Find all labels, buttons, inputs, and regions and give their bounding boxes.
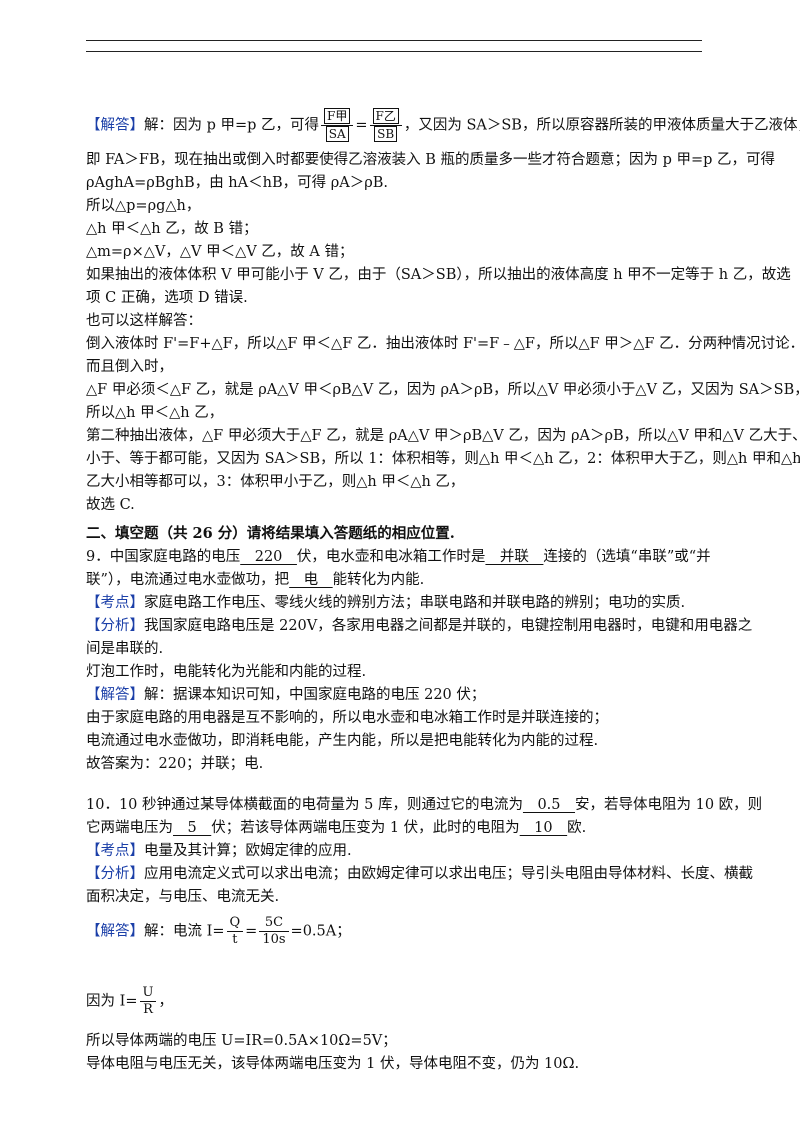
- jieda-text: =0.5A；: [290, 923, 351, 940]
- equals-sign: =: [355, 117, 368, 134]
- q10-text: 欧.: [567, 820, 587, 836]
- answer-blank: 0.5: [522, 797, 576, 813]
- q10-fenxi-line-2: 面积决定，与电压、电流无关.: [86, 889, 280, 905]
- q10-jieda-line-4: 导体电阻与电压无关，该导体两端电压变为 1 伏，导体电阻不变，仍为 10Ω.: [86, 1056, 580, 1072]
- kaodian-text: 家庭电路工作电压、零线火线的辨别方法；串联电路和并联电路的辨别；电功的实质.: [144, 595, 686, 611]
- section-heading: 二、填空题（共 26 分）请将结果填入答题纸的相应位置.: [86, 525, 455, 542]
- numerator: 5C: [259, 915, 289, 932]
- q9-question-line-2: 联”），电流通过电水壶做功，把 电 能转化为内能.: [86, 570, 424, 590]
- header-rule-top: [86, 40, 702, 41]
- q9-text: 9．中国家庭电路的电压: [86, 549, 241, 565]
- fenxi-text: 我国家庭电路电压是 220V，各家用电器之间都是并联的，电键控制用电器时，电键和…: [144, 618, 753, 634]
- q10-jieda-line-3: 所以导体两端的电压 U=IR=0.5A×10Ω=5V；: [86, 1033, 397, 1049]
- equals-sign: =: [245, 923, 258, 940]
- answer-blank: 10: [519, 820, 568, 836]
- q8-text: 解：因为 p 甲=p 乙，可得: [144, 117, 320, 134]
- q10-text: 安，若导体电阻为 10 欧，则: [575, 797, 763, 813]
- denominator: t: [232, 932, 238, 947]
- fenxi-tag: 【分析】: [86, 618, 144, 634]
- jieda-text: 解：电流 I=: [144, 923, 225, 940]
- q9-kaodian: 【考点】家庭电路工作电压、零线火线的辨别方法；串联电路和并联电路的辨别；电功的实…: [86, 593, 685, 613]
- kaodian-tag: 【考点】: [86, 595, 144, 611]
- q8-answer-line-14: 第二种抽出液体，△F 甲必须大于△F 乙，就是 ρA△V 甲＞ρB△V 乙，因为…: [86, 428, 800, 444]
- q9-text: 能转化为内能.: [332, 572, 425, 588]
- q9-fenxi-line-1: 【分析】我国家庭电路电压是 220V，各家用电器之间都是并联的，电键控制用电器时…: [86, 616, 752, 636]
- q8-answer-line-8: 项 C 正确，选项 D 错误.: [86, 290, 248, 306]
- answer-tag: 【解答】: [86, 687, 144, 703]
- header-rule-bottom: [86, 51, 702, 52]
- kaodian-text: 电量及其计算；欧姆定律的应用.: [144, 843, 352, 859]
- q8-text: ，又因为 SA＞SB，所以原容器所装的甲液体质量大于乙液体，: [403, 117, 800, 134]
- numerator: U: [139, 985, 157, 1002]
- fraction-f-yi-s-b: F乙 SB: [369, 108, 402, 143]
- fenxi-text: 应用电流定义式可以求出电流；由欧姆定律可以求出电压；导引头电阻由导体材料、长度、…: [144, 866, 753, 882]
- denominator: 10s: [262, 932, 286, 947]
- jieda-text: 因为 I=: [86, 993, 138, 1010]
- denominator: SA: [325, 126, 349, 142]
- numerator: F乙: [372, 108, 399, 124]
- answer-blank: 并联: [485, 549, 544, 565]
- q10-text: 它两端电压为: [86, 820, 173, 836]
- jieda-text: 解：据课本知识可知，中国家庭电路的电压 220 伏；: [144, 687, 486, 703]
- fenxi-tag: 【分析】: [86, 866, 144, 882]
- q9-text: 联”），电流通过电水壶做功，把: [86, 572, 290, 588]
- q9-fenxi-line-2: 间是串联的.: [86, 641, 164, 657]
- q8-answer-line-6: △m=ρ×△V，△V 甲＜△V 乙，故 A 错；: [86, 244, 354, 260]
- q8-answer-line-9: 也可以这样解答：: [86, 313, 202, 329]
- q10-text: 10．10 秒钟通过某导体横截面的电荷量为 5 库，则通过它的电流为: [86, 797, 523, 813]
- q10-fenxi-line-1: 【分析】应用电流定义式可以求出电流；由欧姆定律可以求出电压；导引头电阻由导体材料…: [86, 864, 753, 884]
- q9-jieda-line-1: 【解答】解：据课本知识可知，中国家庭电路的电压 220 伏；: [86, 685, 485, 705]
- q9-question-line-1: 9．中国家庭电路的电压 220 伏，电水壶和电冰箱工作时是 并联 连接的（选填“…: [86, 547, 711, 567]
- answer-blank: 220: [240, 549, 297, 565]
- q8-answer-line-4: 所以△p=ρg△h，: [86, 198, 201, 214]
- q8-answer-line-16: 乙大小相等都可以，3：体积甲小于乙，则△h 甲＜△h 乙，: [86, 474, 465, 490]
- q8-answer-line-7: 如果抽出的液体体积 V 甲可能小于 V 乙，由于（SA＞SB），所以抽出的液体高…: [86, 267, 791, 283]
- q10-kaodian: 【考点】电量及其计算；欧姆定律的应用.: [86, 841, 352, 861]
- q9-text: 连接的（选填“串联”或“并: [543, 549, 711, 565]
- q8-answer-line-17: 故选 C.: [86, 497, 135, 513]
- q8-answer-line-11: 而且倒入时，: [86, 359, 173, 375]
- q10-question-line-1: 10．10 秒钟通过某导体横截面的电荷量为 5 库，则通过它的电流为 0.5 安…: [86, 795, 762, 815]
- q8-answer-line-12: △F 甲必须＜△F 乙，就是 ρA△V 甲＜ρB△V 乙，因为 ρA＞ρB，所以…: [86, 382, 800, 398]
- q9-fenxi-line-3: 灯泡工作时，电能转化为光能和内能的过程.: [86, 664, 367, 680]
- fraction-f-jia-s-a: F甲 SA: [321, 108, 354, 143]
- q9-jieda-line-4: 故答案为：220；并联；电.: [86, 756, 264, 772]
- kaodian-tag: 【考点】: [86, 843, 144, 859]
- numerator: Q: [226, 915, 244, 932]
- q10-question-line-2: 它两端电压为 5 伏；若该导体两端电压变为 1 伏，此时的电阻为 10 欧.: [86, 818, 586, 838]
- q9-text: 伏，电水壶和电冰箱工作时是: [296, 549, 486, 565]
- answer-tag: 【解答】: [86, 923, 144, 940]
- q9-jieda-line-2: 由于家庭电路的用电器是互不影响的，所以电水壶和电冰箱工作时是并联连接的；: [86, 710, 608, 726]
- q10-text: 伏；若该导体两端电压变为 1 伏，此时的电阻为: [211, 820, 520, 836]
- numerator: F甲: [324, 108, 351, 124]
- q8-answer-line-13: 所以△h 甲＜△h 乙，: [86, 405, 224, 421]
- answer-blank: 电: [289, 572, 333, 588]
- answer-tag: 【解答】: [86, 117, 144, 134]
- denominator: SB: [374, 126, 398, 142]
- q8-answer-line-10: 倒入液体时 F'=F+△F，所以△F 甲＜△F 乙．抽出液体时 F'=F﹣△F，…: [86, 336, 800, 352]
- q9-jieda-line-3: 电流通过电水壶做功，即消耗电能，产生内能，所以是把电能转化为内能的过程.: [86, 733, 599, 749]
- q8-answer-line-15: 小于、等于都可能，又因为 SA＞SB，所以 1：体积相等，则△h 甲＜△h 乙，…: [86, 451, 800, 467]
- denominator: R: [143, 1002, 153, 1017]
- jieda-text: ，: [158, 993, 173, 1010]
- q8-answer-line-3: ρAghA=ρBghB，由 hA＜hB，可得 ρA＞ρB.: [86, 175, 389, 191]
- q8-answer-line-5: △h 甲＜△h 乙，故 B 错；: [86, 221, 258, 237]
- answer-blank: 5: [173, 820, 212, 836]
- q8-answer-line-2: 即 FA＞FB，现在抽出或倒入时都要使得乙溶液装入 B 瓶的质量多一些才符合题意…: [86, 152, 776, 168]
